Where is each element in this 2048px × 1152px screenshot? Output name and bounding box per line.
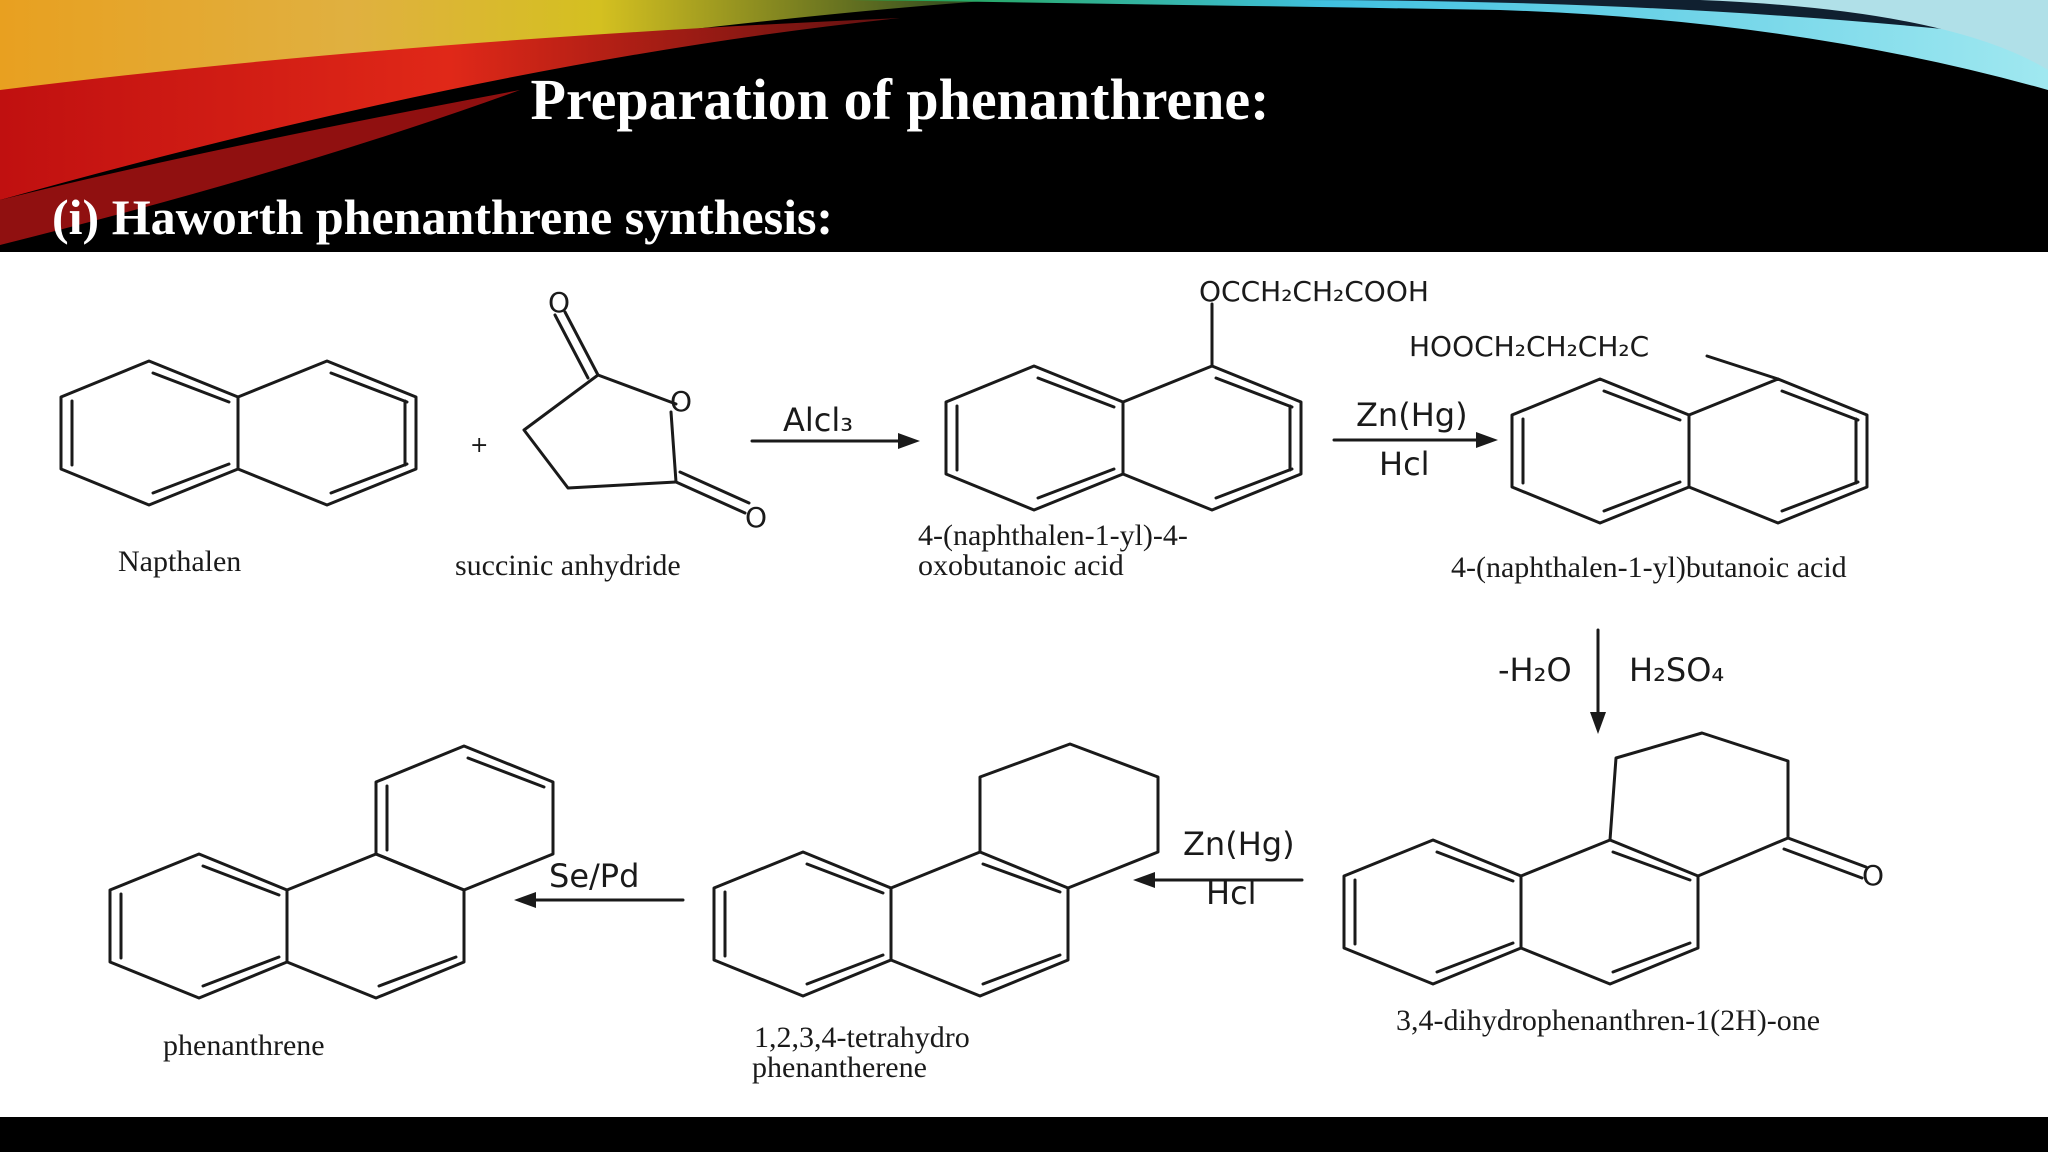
reagent-minus-water: -H₂O xyxy=(1498,651,1572,689)
reagent-zn-hg-1: Zn(Hg) xyxy=(1356,396,1468,434)
anhydride-oxygen-bottom: O xyxy=(745,501,767,534)
label-naphthalene: Napthalen xyxy=(118,545,241,578)
plus-sign: + xyxy=(470,433,488,458)
reagent-hcl-2: Hcl xyxy=(1206,874,1257,912)
anhydride-oxygen-top: O xyxy=(548,286,570,319)
label-keto-acid-line1: 4-(naphthalen-1-yl)-4- xyxy=(918,519,1188,552)
slide-subtitle: (i) Haworth phenanthrene synthesis: xyxy=(52,189,834,245)
ketone-oxygen: O xyxy=(1862,859,1884,892)
anhydride-oxygen-ring: O xyxy=(670,385,692,418)
reaction-scheme: + O O O OCCH₂CH₂COOH HOOCH₂CH₂CH₂C O Alc… xyxy=(0,252,2048,1117)
arrow-heads xyxy=(514,432,1606,908)
label-phenanthrene: phenanthrene xyxy=(163,1029,325,1062)
keto-acid-structure xyxy=(944,302,1303,512)
header-decoration xyxy=(0,0,2048,252)
reaction-arrows xyxy=(528,438,1600,902)
label-tetrahydro-line1: 1,2,3,4-tetrahydro xyxy=(754,1021,970,1054)
acid-substituent: HOOCH₂CH₂CH₂C xyxy=(1409,330,1649,363)
butanoic-acid-structure xyxy=(1510,354,1869,525)
reagent-hcl-1: Hcl xyxy=(1379,445,1430,483)
reagent-sulfuric-acid: H₂SO₄ xyxy=(1629,651,1724,689)
naphthalene-structure xyxy=(59,359,418,507)
ketone-structure xyxy=(1342,731,1868,986)
slide-title: Preparation of phenanthrene: xyxy=(530,67,1270,132)
label-ketone: 3,4-dihydrophenanthren-1(2H)-one xyxy=(1396,1004,1820,1037)
reagent-alcl3: Alcl₃ xyxy=(783,401,853,439)
label-tetrahydro-line2: phenantherene xyxy=(752,1051,927,1084)
tetrahydrophenanthrene-structure xyxy=(712,742,1160,998)
keto-substituent: OCCH₂CH₂COOH xyxy=(1199,275,1429,308)
phenanthrene-structure xyxy=(108,744,555,1000)
reagent-se-pd: Se/Pd xyxy=(549,857,639,895)
succinic-anhydride-structure xyxy=(522,310,751,515)
label-succinic-anhydride: succinic anhydride xyxy=(455,549,681,582)
reagent-zn-hg-2: Zn(Hg) xyxy=(1183,825,1295,863)
label-keto-acid-line2: oxobutanoic acid xyxy=(918,549,1124,582)
label-butanoic-acid: 4-(naphthalen-1-yl)butanoic acid xyxy=(1451,551,1847,584)
